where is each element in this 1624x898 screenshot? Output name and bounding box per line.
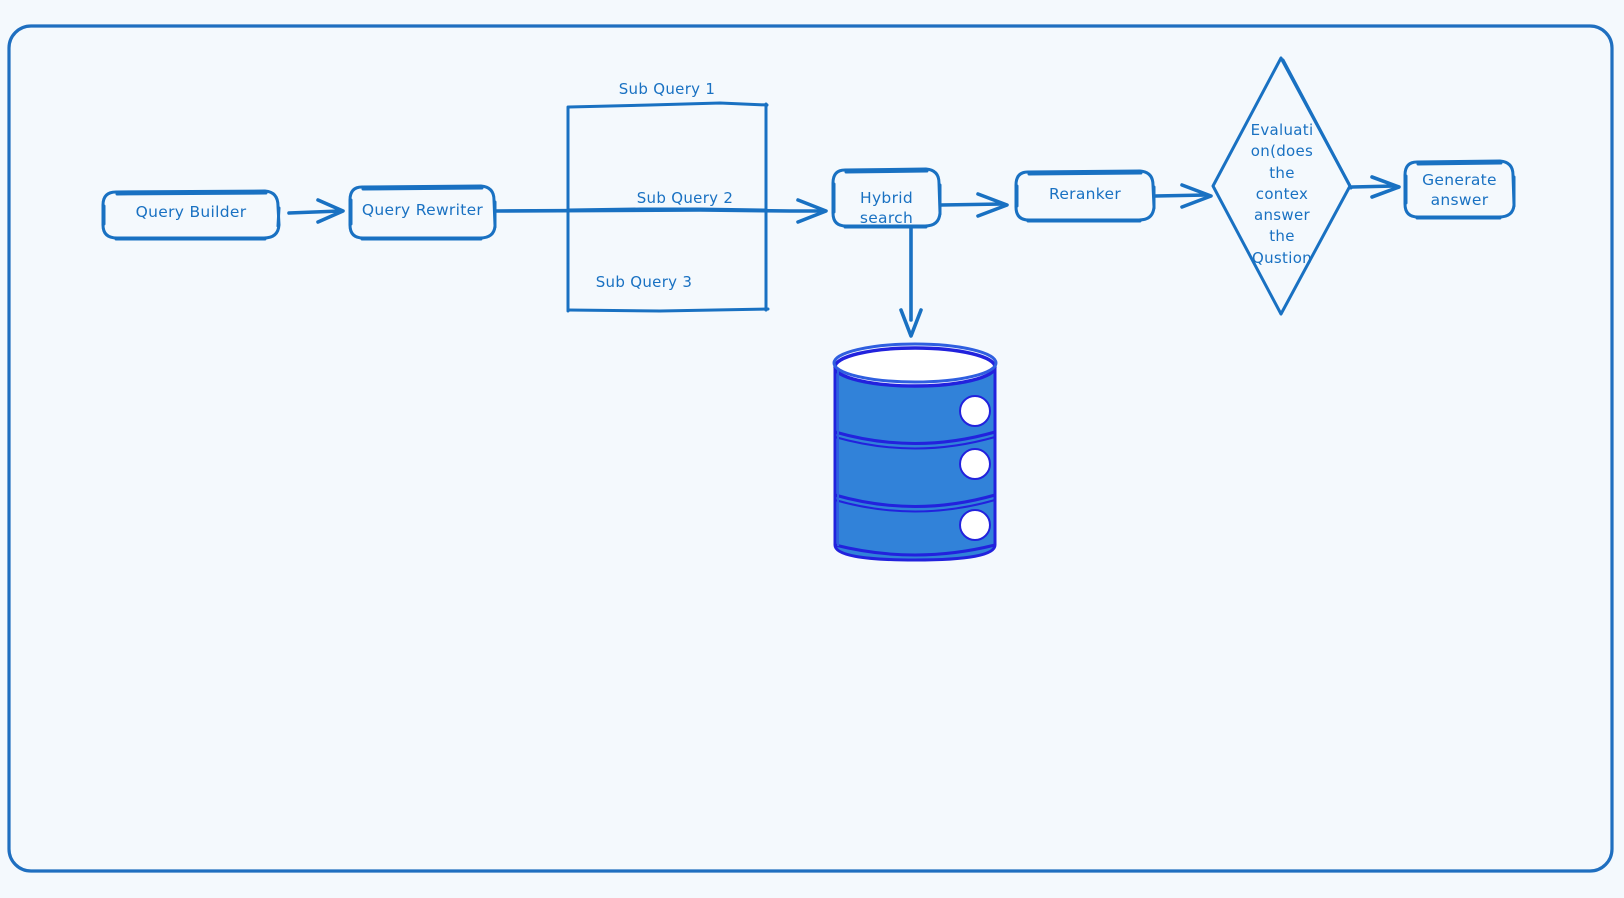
- node-sub-query-2[interactable]: [568, 210, 768, 266]
- node-label-sub-query-2: Sub Query 2: [636, 189, 734, 207]
- node-label-evaluation: Evaluati on(does the contex answer the Q…: [1250, 121, 1314, 267]
- node-generate-answer[interactable]: [1405, 161, 1515, 219]
- reranker-shape: [1014, 169, 1156, 223]
- node-reranker[interactable]: [1016, 171, 1155, 222]
- node-label-hybrid-search: Hybrid search: [859, 189, 914, 227]
- hybrid-search-shape: [831, 167, 942, 229]
- canvas-frame-border: [7, 24, 1614, 873]
- edge-reranker-to-evaluation: [1153, 183, 1213, 209]
- sub-query-3-shape: [566, 263, 770, 313]
- sub-query-1-shape: [566, 101, 769, 212]
- evaluation-shape: [1211, 56, 1353, 316]
- query-rewriter-shape: [348, 184, 497, 241]
- node-label-query-builder: Query Builder: [135, 203, 247, 221]
- edge-hybrid-search-to-database: [899, 225, 923, 338]
- edge-hybrid-search-to-reranker: [939, 192, 1009, 218]
- node-label-reranker: Reranker: [1048, 185, 1122, 203]
- node-label-sub-query-1: Sub Query 1: [618, 80, 716, 98]
- generate-answer-shape: [1403, 159, 1516, 220]
- edge-evaluation-to-generate-answer: [1350, 175, 1401, 199]
- node-label-generate-answer: Generate answer: [1422, 171, 1497, 209]
- node-query-rewriter[interactable]: [350, 186, 496, 240]
- query-builder-shape: [101, 189, 281, 241]
- node-query-builder[interactable]: [103, 191, 280, 240]
- node-sub-query-1[interactable]: [568, 103, 768, 210]
- node-label-sub-query-3: Sub Query 3: [595, 273, 693, 291]
- vector-database-shape: [832, 342, 998, 562]
- node-sub-query-3[interactable]: [568, 266, 768, 311]
- node-evaluation[interactable]: [1213, 58, 1352, 315]
- edge-query-builder-to-query-rewriter: [287, 198, 345, 224]
- node-label-query-rewriter: Query Rewriter: [361, 201, 484, 219]
- node-hybrid-search[interactable]: [833, 169, 941, 228]
- node-vector-database[interactable]: [833, 345, 998, 565]
